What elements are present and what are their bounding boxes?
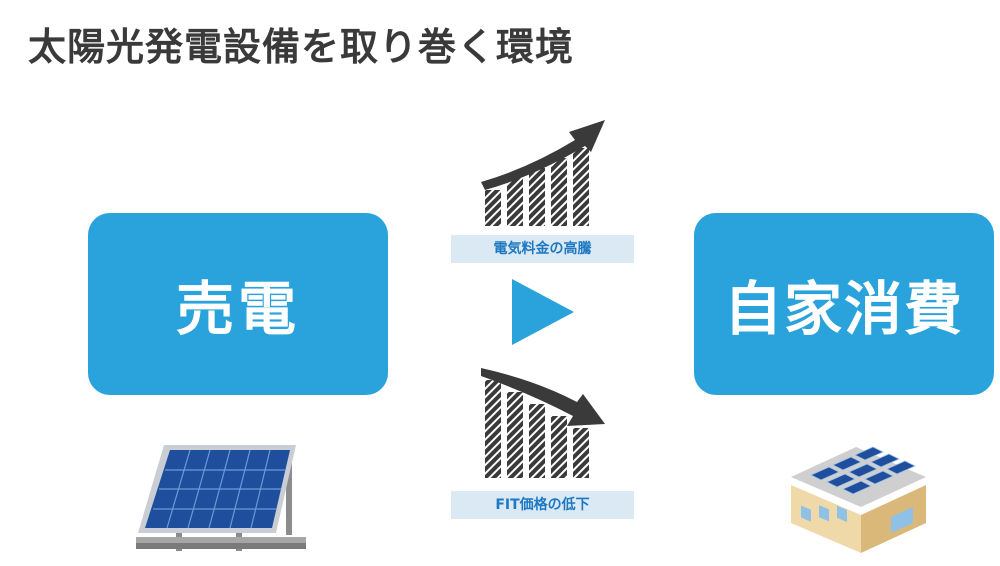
fit-price-decline-tag: FIT価格の低下 bbox=[451, 491, 634, 519]
rising-bar-chart-icon bbox=[481, 120, 605, 226]
self-consumption-box: 自家消費 bbox=[694, 213, 994, 395]
building-with-rooftop-solar-illustration bbox=[791, 446, 926, 553]
electricity-price-rise-tag: 電気料金の高騰 bbox=[451, 235, 634, 263]
sell-electricity-box: 売電 bbox=[88, 213, 388, 395]
falling-bar-chart-icon bbox=[481, 368, 605, 478]
solar-panel-illustration bbox=[136, 445, 306, 551]
play-triangle-icon bbox=[512, 279, 574, 345]
page-title: 太陽光発電設備を取り巻く環境 bbox=[28, 25, 575, 69]
